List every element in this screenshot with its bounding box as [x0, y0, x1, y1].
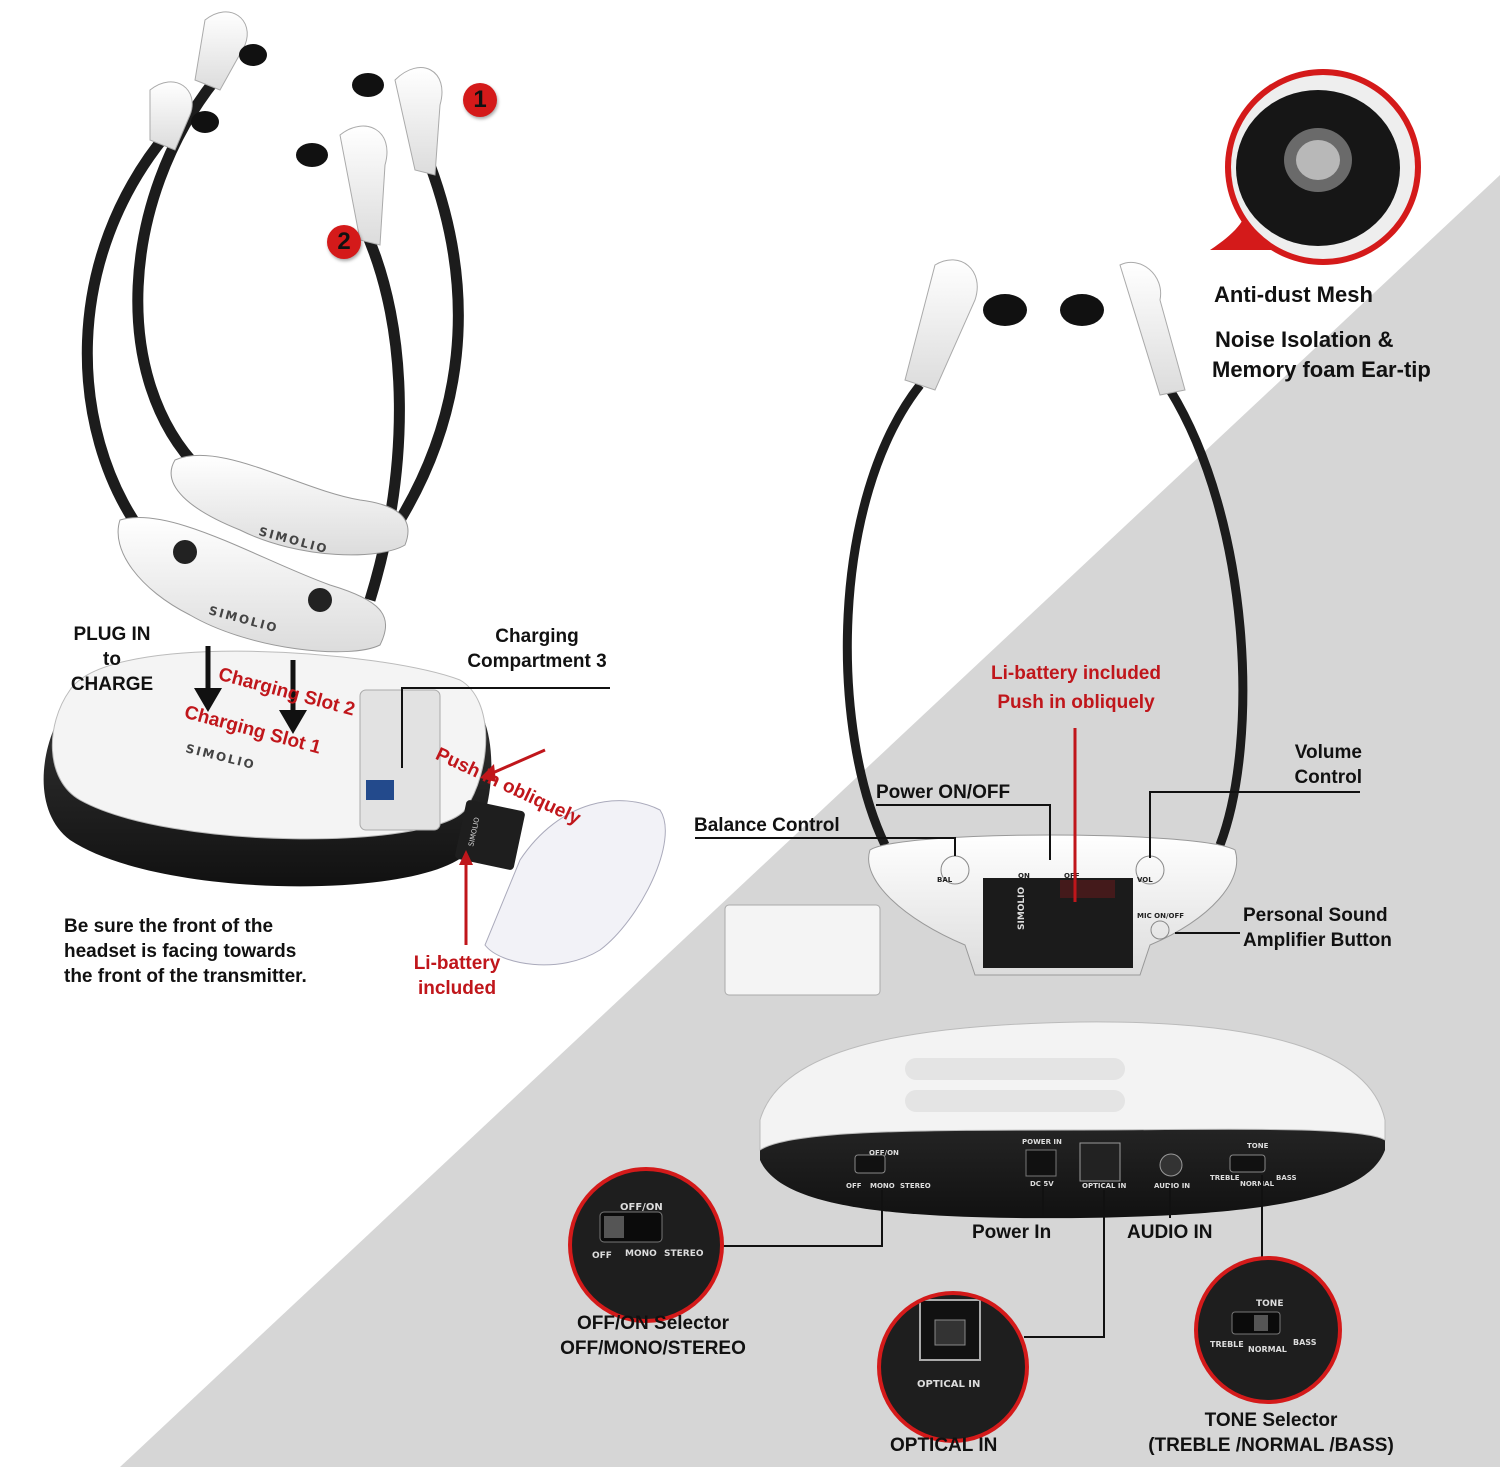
tone-selector-label: TONE Selector(TREBLE /NORMAL /BASS) [1148, 1410, 1394, 1456]
power-onoff-label: Power ON/OFF [876, 782, 1011, 803]
panel-treble: TREBLE [1210, 1174, 1240, 1182]
badge-one: 1 [463, 83, 497, 117]
panel-off: OFF [846, 1182, 862, 1190]
power-in-label: Power In [972, 1222, 1052, 1243]
on-text: ON [1018, 872, 1030, 880]
panel-stereo: STEREO [900, 1182, 931, 1190]
panel-dc5v: DC 5V [1030, 1180, 1054, 1188]
noise-isolation-label: Noise Isolation &Memory foam Ear-tip [1212, 327, 1431, 382]
zoom-offon-text: OFF/ON [620, 1202, 663, 1213]
panel-mono: MONO [870, 1182, 895, 1190]
zoom-optical: OPTICAL IN [877, 1291, 1029, 1443]
panel-normal: NORMAL [1240, 1180, 1275, 1188]
panel-bass: BASS [1276, 1174, 1297, 1182]
panel-offon: OFF/ON [869, 1149, 899, 1157]
panel-power-in: POWER IN [1022, 1138, 1062, 1146]
anti-dust-label: Anti-dust Mesh [1214, 282, 1373, 307]
zoom-offon: OFF/ON OFF MONO STEREO [568, 1167, 724, 1323]
zoom-mono-text: MONO [625, 1249, 657, 1259]
headset-single: SIMOLIO BAL VOL ON OFF MIC ON/OFF [695, 259, 1360, 996]
eartip-callout [1210, 69, 1421, 265]
charging-base: SIMOLIO SIMOLIO [43, 646, 666, 966]
zoom-bass-text: BASS [1293, 1338, 1317, 1347]
bal-text: BAL [937, 876, 953, 884]
optical-in-label: OPTICAL IN [890, 1435, 998, 1456]
zoom-normal-text: NORMAL [1248, 1345, 1287, 1354]
vol-text: VOL [1137, 876, 1153, 884]
panel-optical: OPTICAL IN [1082, 1182, 1127, 1190]
balance-control-label: Balance Control [694, 815, 840, 836]
zoom-off-text: OFF [592, 1251, 612, 1261]
audio-in-label: AUDIO IN [1127, 1222, 1213, 1243]
zoom-tone-text: TONE [1256, 1299, 1283, 1309]
headsets-stacked: SIMOLIO SIMOLIO [81, 11, 464, 653]
panel-tone: TONE [1247, 1142, 1269, 1150]
zoom-tone: TONE TREBLE NORMAL BASS [1194, 1256, 1342, 1404]
mic-text: MIC ON/OFF [1137, 912, 1184, 920]
zoom-optical-text: OPTICAL IN [917, 1379, 980, 1390]
off-text: OFF [1064, 872, 1080, 880]
zoom-stereo-text: STEREO [664, 1249, 704, 1259]
transmitter: OFF/ON OFF MONO STEREO POWER IN DC 5V OP… [718, 1021, 1386, 1338]
zoom-treble-text: TREBLE [1210, 1340, 1244, 1349]
panel-audio: AUDIO IN [1154, 1182, 1190, 1190]
badge-two: 2 [327, 225, 361, 259]
battery-brand: SIMOLIO [1017, 886, 1027, 930]
